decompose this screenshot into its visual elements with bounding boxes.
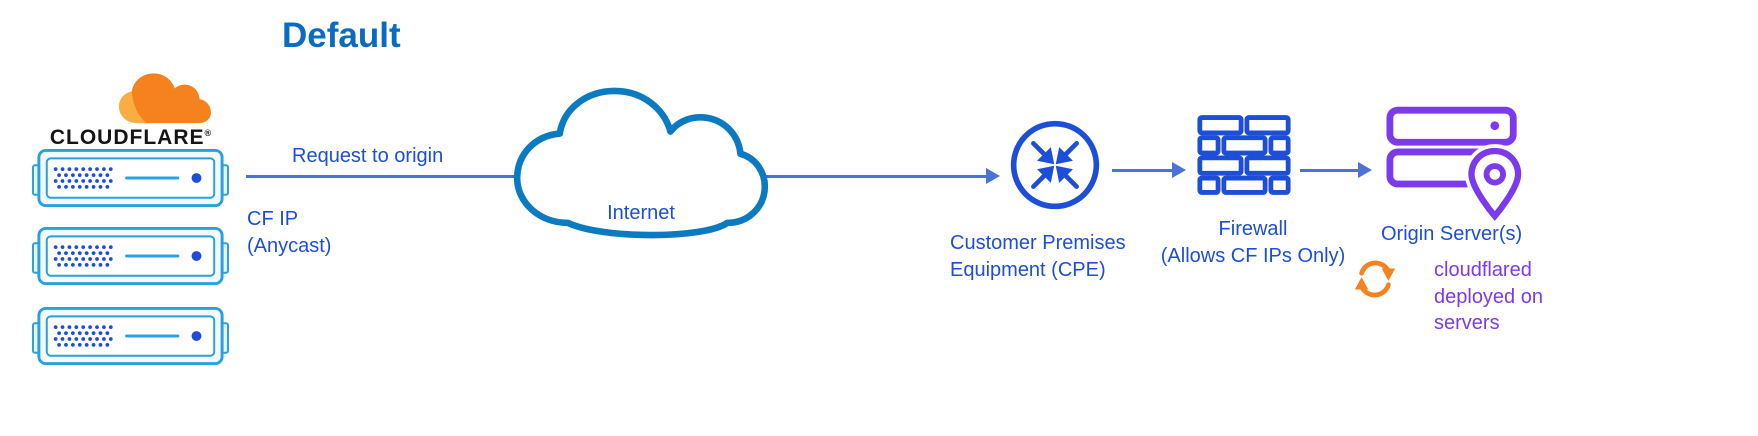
cpe-to-firewall-arrowhead-icon xyxy=(1172,162,1186,178)
origin-servers-label: Origin Server(s) xyxy=(1381,223,1523,245)
firewall-brick-icon xyxy=(1197,115,1291,195)
firewall-to-origin-arrow-line xyxy=(1300,169,1360,172)
internet-label: Internet xyxy=(607,202,675,224)
cloudflare-logo-cloud-icon xyxy=(119,73,211,124)
cpe-label: Customer Premises Equipment (CPE) xyxy=(950,232,1126,281)
location-pin-icon xyxy=(1464,144,1522,227)
firewall-to-origin-arrowhead-icon xyxy=(1358,162,1372,178)
cpe-to-firewall-arrow-line xyxy=(1112,169,1174,172)
internet-cloud-icon xyxy=(513,87,769,239)
cloudflare-wordmark: CLOUDFLARE xyxy=(49,126,205,149)
origin-servers-icon xyxy=(1386,106,1522,227)
cloudflare-brand-text: CLOUDFLARE® xyxy=(33,126,229,150)
server-rack-icon xyxy=(32,306,229,370)
firewall-label: Firewall (Allows CF IPs Only) xyxy=(1160,218,1346,267)
request-to-origin-label: Request to origin xyxy=(292,145,444,167)
server-rack-icon xyxy=(32,148,229,212)
request-arrowhead-icon xyxy=(986,168,1000,184)
diagram-title: Default xyxy=(282,16,401,55)
server-rack-icon xyxy=(32,226,229,290)
registered-mark: ® xyxy=(204,128,213,138)
cf-ip-anycast-label: CF IP (Anycast) xyxy=(247,208,332,257)
cloudflared-sync-icon xyxy=(1354,260,1396,298)
cpe-inward-arrows-icon xyxy=(1010,120,1100,210)
cloudflared-label: cloudflared deployed on servers xyxy=(1434,259,1543,335)
